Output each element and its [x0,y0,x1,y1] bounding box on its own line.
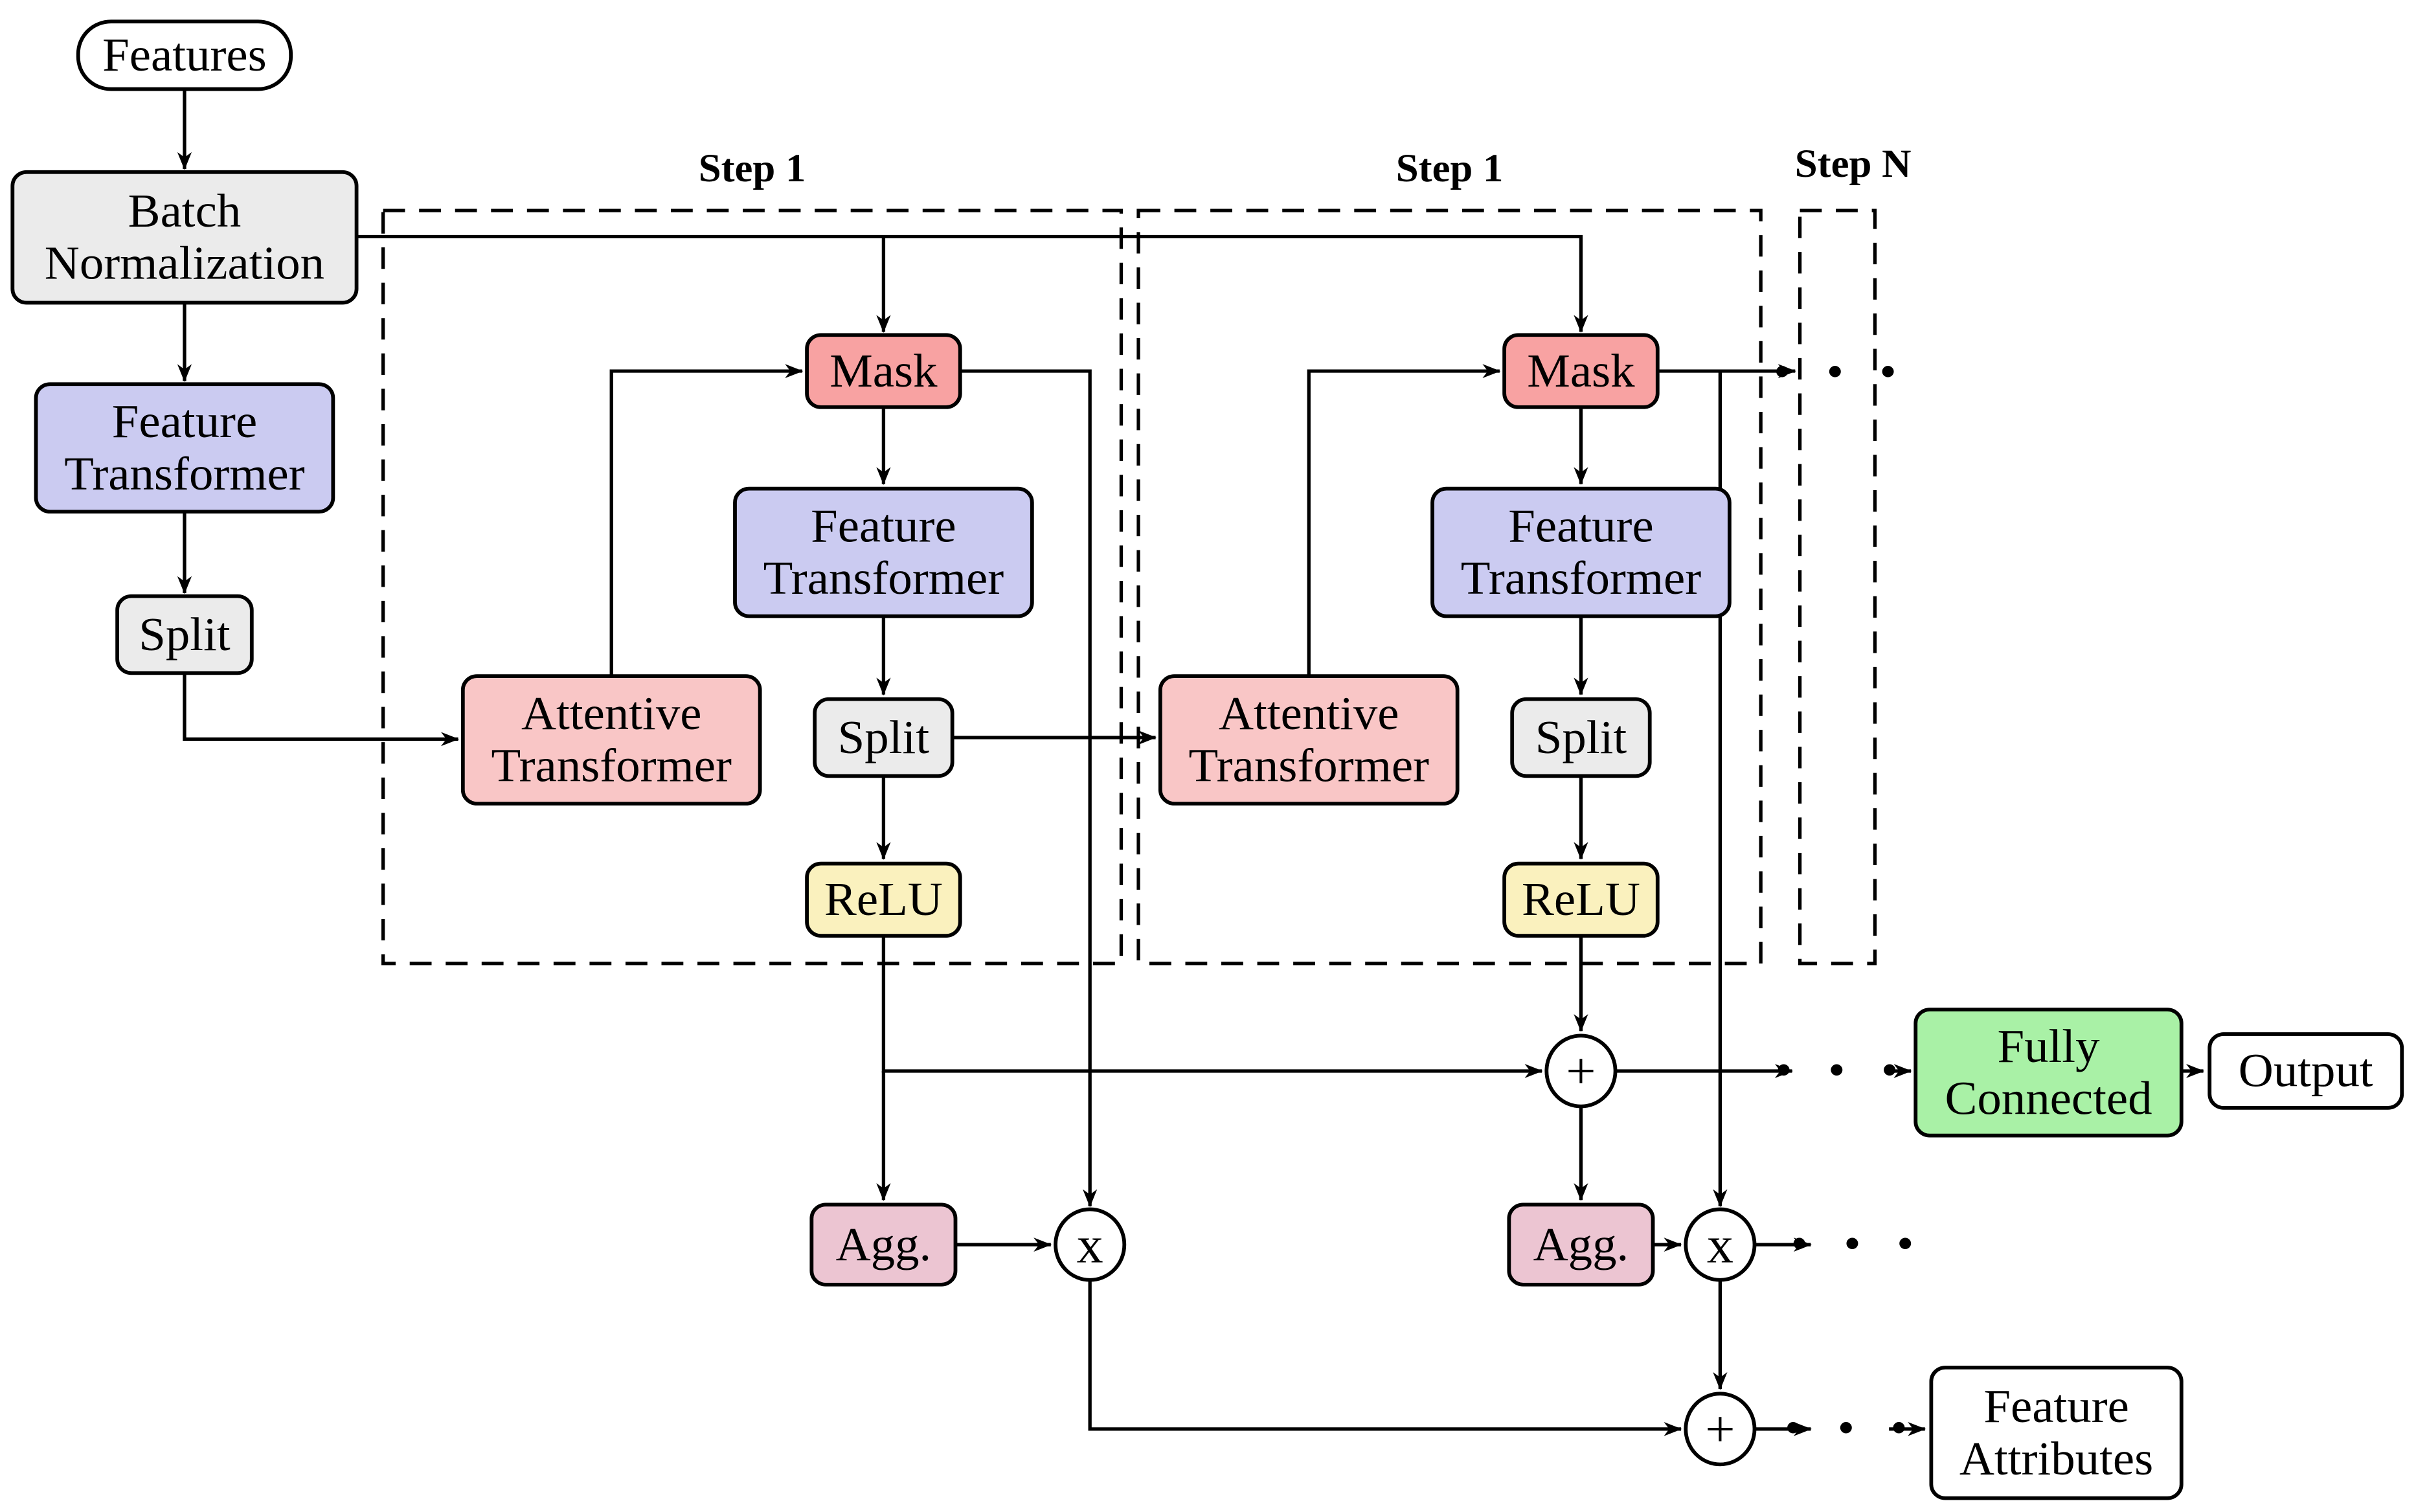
feature-transformer-1-box [733,486,1034,618]
feature-transformer-0-label-line2: Transformer [64,447,305,500]
step2-label: Step 1 [1396,146,1504,190]
fully-connected-box [1914,1008,2184,1138]
node-mask-1: Mask [805,333,962,409]
batch-normalization-box [10,170,359,305]
split-2-box [1510,697,1652,778]
node-relu-2: ReLU [1502,861,1660,938]
attentive-transformer-1-label-line2: Transformer [491,739,732,792]
step-boundaries: Step 1 Step 1 Step N [381,142,1912,965]
relu-1-label: ReLU [824,874,943,926]
features-box [76,19,293,91]
output-label: Output [2239,1044,2373,1097]
node-split-0: Split [115,594,254,675]
relu-2-label: ReLU [1522,874,1640,926]
feature-transformer-1-label-line2: Transformer [763,552,1004,605]
node-multiply-1: x [1054,1207,1127,1282]
stepN-label: Step N [1795,142,1912,185]
mask-1-box [805,333,962,409]
feature-attributes-label-line2: Attributes [1959,1432,2153,1485]
relu-1-box [805,861,962,938]
feature-attributes-label-line1: Feature [1983,1381,2128,1433]
edge-split0-to-attentive1 [183,673,460,747]
node-attentive-transformer-1: Attentive Transformer [460,674,762,806]
split-0-label: Split [139,608,231,660]
attentive-transformer-1-label-line1: Attentive [521,688,702,740]
node-split-2: Split [1510,697,1652,778]
node-batch-normalization: Batch Normalization [10,170,359,305]
batch-normalization-label-line1: Batch [128,185,242,238]
add-1-circle [1544,1033,1618,1109]
edges [177,89,2205,1436]
add-1-symbol: + [1566,1042,1596,1100]
continuation-dots: · · · · · · · · · · · · [1771,335,1921,1463]
fully-connected-label-line2: Connected [1945,1072,2152,1125]
step1-label: Step 1 [699,146,806,190]
node-mask-2: Mask [1502,333,1660,409]
agg-2-box [1507,1202,1655,1287]
attentive-transformer-2-label-line2: Transformer [1189,739,1430,792]
feature-transformer-0-box [34,382,335,514]
node-fully-connected: Fully Connected [1914,1008,2184,1138]
ellipsis-add2-row: · · · [1782,1391,1914,1463]
fully-connected-label-line1: Fully [1997,1020,2099,1072]
feature-transformer-1-label-line1: Feature [811,500,956,552]
node-split-1: Split [813,697,954,778]
node-agg-1: Agg. [809,1202,958,1287]
features-label: Features [102,29,267,82]
node-add-2: + [1684,1392,1757,1467]
node-features: Features [76,19,293,91]
ellipsis-multiply2-row: · · · [1789,1207,1921,1280]
agg-1-box [809,1202,958,1287]
batch-normalization-label-line2: Normalization [45,237,324,289]
attentive-transformer-1-box [460,674,762,806]
edge-mask1-to-multiply1 [960,369,1098,1208]
add-2-circle [1684,1392,1757,1467]
split-1-label: Split [838,711,930,763]
node-output: Output [2207,1032,2404,1110]
node-feature-transformer-2: Feature Transformer [1430,486,1732,618]
multiply-2-circle [1684,1207,1757,1282]
output-box [2207,1032,2404,1110]
feature-transformer-2-box [1430,486,1732,618]
multiply-2-symbol: x [1707,1215,1733,1274]
split-1-box [813,697,954,778]
node-add-1: + [1544,1033,1618,1109]
attentive-transformer-2-label-line1: Attentive [1219,688,1399,740]
node-agg-2: Agg. [1507,1202,1655,1287]
node-attentive-transformer-2: Attentive Transformer [1158,674,1460,806]
node-relu-1: ReLU [805,861,962,938]
edge-multiply1-to-add2 [1088,1280,1682,1436]
mask-2-label: Mask [1527,344,1635,397]
multiply-1-circle [1054,1207,1127,1282]
mask-1-label: Mask [830,344,938,397]
add-2-symbol: + [1705,1400,1735,1458]
relu-2-box [1502,861,1660,938]
edge-batchnorm-to-mask2 [356,234,1588,333]
multiply-1-symbol: x [1077,1215,1103,1274]
split-2-label: Split [1535,711,1627,763]
edge-attentive1-to-mask1 [609,364,804,677]
stepN-boundary [1798,209,1877,965]
mask-2-box [1502,333,1660,409]
ellipsis-stepN: · · · [1771,335,1903,407]
step2-boundary [1136,209,1763,965]
split-0-box [115,594,254,675]
nodes: Features Batch Normalization Feature Tra… [10,19,2404,1500]
attentive-transformer-2-box [1158,674,1460,806]
ellipsis-add1-row: · · · [1773,1033,1905,1106]
feature-transformer-2-label-line2: Transformer [1461,552,1702,605]
node-multiply-2: x [1684,1207,1757,1282]
feature-transformer-2-label-line1: Feature [1508,500,1653,552]
edge-relu1-to-add1 [881,936,1543,1078]
feature-attributes-box [1929,1366,2184,1500]
node-feature-transformer-0: Feature Transformer [34,382,335,514]
edge-attentive2-to-mask2 [1307,364,1501,677]
agg-2-label: Agg. [1533,1218,1629,1270]
step1-boundary [381,209,1123,965]
node-feature-transformer-1: Feature Transformer [733,486,1034,618]
node-feature-attributes: Feature Attributes [1929,1366,2184,1500]
agg-1-label: Agg. [836,1218,932,1270]
feature-transformer-0-label-line1: Feature [112,396,257,448]
